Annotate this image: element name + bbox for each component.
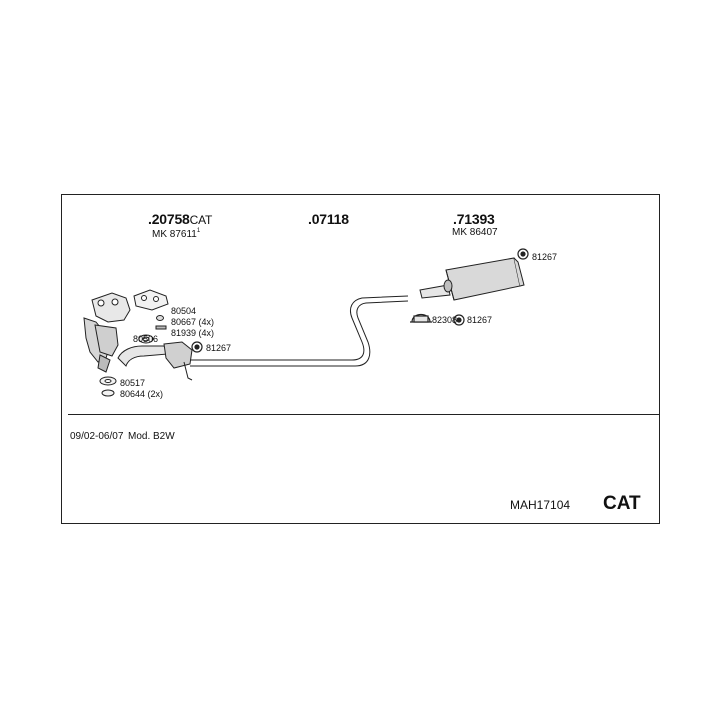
rubber-mount-icon xyxy=(453,314,465,326)
catalytic-converter-icon xyxy=(163,341,193,381)
mk-text: MK 86407 xyxy=(452,227,498,238)
middle-pipe-icon xyxy=(190,295,409,367)
model-label: Mod. B2W xyxy=(128,431,175,442)
callout-81939: 81939 (4x) xyxy=(171,328,215,338)
ring-gasket-icon xyxy=(101,389,115,397)
set-code: MAH17104 xyxy=(510,498,571,512)
pipe-clamp-icon xyxy=(410,313,432,323)
date-range: 09/02-06/07 xyxy=(70,431,124,442)
callout-82308: 82308 xyxy=(432,315,458,325)
diagram-frame xyxy=(61,194,660,524)
callout-81267-rear-top: 81267 xyxy=(532,252,558,262)
rubber-mount-icon xyxy=(191,341,203,353)
callout-80517: 80517 xyxy=(120,378,146,388)
part-mk-87611: MK 876111 xyxy=(152,228,200,240)
callout-80504: 80504 xyxy=(171,306,197,316)
part-number-text: .07118 xyxy=(308,211,349,227)
footer-divider xyxy=(68,414,660,415)
rear-muffler-icon xyxy=(419,257,525,301)
part-number-07118: .07118 xyxy=(308,212,349,226)
part-number-20758: .20758CAT xyxy=(148,212,212,226)
part-mk-86407: MK 86407 xyxy=(452,228,498,238)
callout-80506: 80506 xyxy=(133,334,159,344)
callout-81267-rear-bottom: 81267 xyxy=(467,315,493,325)
callout-80644: 80644 (2x) xyxy=(120,389,164,399)
nut-icon xyxy=(156,315,164,321)
callout-81267-front: 81267 xyxy=(206,343,232,353)
manifold-gasket-icon xyxy=(133,289,169,311)
part-number-text: .20758 xyxy=(148,211,190,227)
catalyst-type-label: CAT xyxy=(603,493,641,514)
callout-80667: 80667 (4x) xyxy=(171,317,215,327)
part-number-71393: .71393 xyxy=(453,212,495,226)
rubber-mount-icon xyxy=(517,248,529,260)
flange-gasket-icon xyxy=(138,334,154,344)
front-pipe-icon xyxy=(117,345,169,367)
part-number-text: .71393 xyxy=(453,211,495,227)
bolt-icon xyxy=(155,325,167,330)
part-suffix-text: CAT xyxy=(189,213,213,227)
mk-text: MK 87611 xyxy=(152,229,197,240)
oval-gasket-icon xyxy=(99,376,117,386)
footnote-marker: 1 xyxy=(196,228,201,234)
exhaust-manifold-icon xyxy=(83,292,131,373)
